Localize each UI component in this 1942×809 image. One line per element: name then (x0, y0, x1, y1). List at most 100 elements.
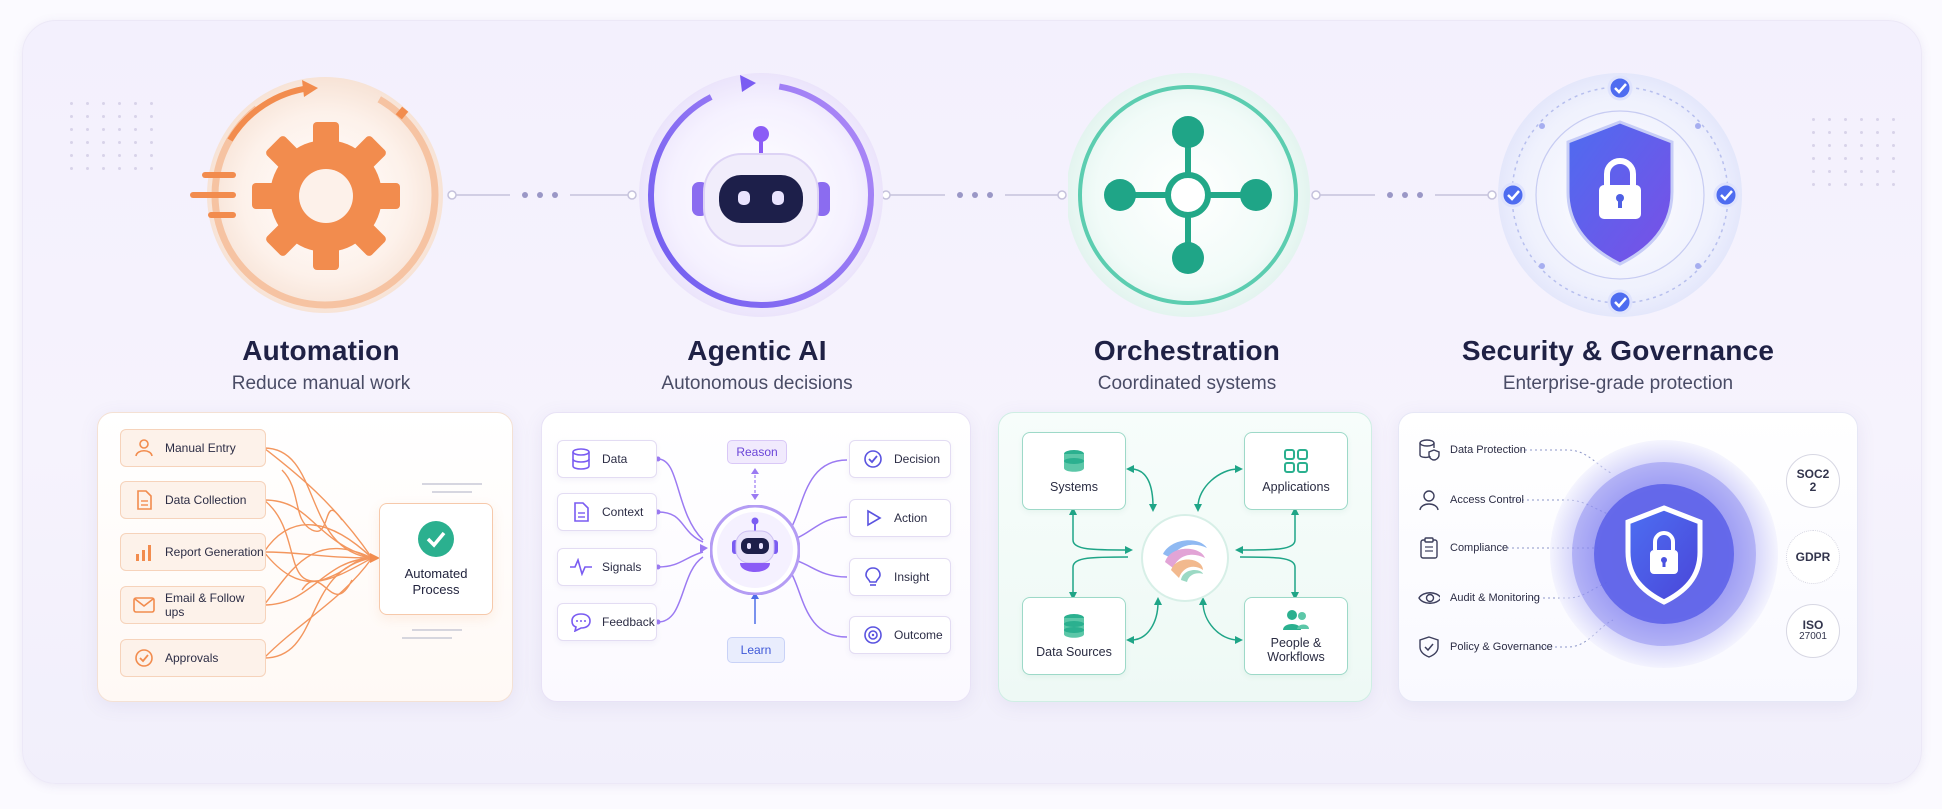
decorative-dot (1892, 118, 1895, 121)
mail-icon (133, 594, 155, 616)
agentic-hero (639, 73, 883, 317)
decorative-dot (118, 167, 121, 170)
decorative-dot (102, 167, 105, 170)
node-applications: Applications (1244, 432, 1348, 510)
decorative-dot (1860, 144, 1863, 147)
decorative-dot (1844, 144, 1847, 147)
agentic-input-feedback: Feedback (557, 603, 657, 641)
orchestration-connectors (1069, 465, 1299, 644)
agentic-output-decision: Decision (849, 440, 951, 478)
decorative-dot (1876, 170, 1879, 173)
decorative-dot (118, 141, 121, 144)
pillar-title: Orchestration (1093, 335, 1281, 366)
automation-hero (190, 77, 443, 313)
decorative-dot (1812, 183, 1815, 186)
automation-input-report-generation: Report Generation (120, 533, 266, 571)
decorative-dot (134, 102, 137, 105)
decorative-dot (1828, 183, 1831, 186)
badge-line2: 27001 (1799, 631, 1827, 643)
orchestration-core (1141, 514, 1229, 602)
pill-label: Insight (894, 570, 930, 584)
security-item-compliance: Compliance (1418, 537, 1508, 559)
pillar-header-automation: Automation Reduce manual work (61, 335, 581, 395)
pill-label: Signals (602, 560, 642, 574)
decorative-dot (1828, 144, 1831, 147)
decorative-dot (86, 128, 89, 131)
badge-line1: SOC2 (1796, 467, 1830, 482)
database-icon (1064, 449, 1084, 472)
decorative-dot (118, 154, 121, 157)
decorative-dot (1876, 183, 1879, 186)
decorative-dot (118, 128, 121, 131)
database-icon (570, 448, 592, 470)
badge-line2: 2 (1809, 480, 1817, 494)
robot-icon (692, 126, 830, 247)
node-label-line1: People & (1270, 635, 1322, 650)
output-label-line2: Process (412, 582, 460, 597)
decorative-dot (150, 128, 153, 131)
automation-input-manual-entry: Manual Entry (120, 429, 266, 467)
decorative-dot (1812, 144, 1815, 147)
user-icon (1419, 490, 1439, 511)
badge-line1: ISO (1802, 618, 1824, 633)
pillar-subtitle: Reduce manual work (231, 373, 411, 394)
decorative-dot (1860, 170, 1863, 173)
decorative-dot (1876, 131, 1879, 134)
badge-gdpr: GDPR (1786, 530, 1840, 584)
decorative-dot (1828, 131, 1831, 134)
decorative-dot (134, 167, 137, 170)
target-icon (862, 624, 884, 646)
decorative-dot (102, 115, 105, 118)
pill-label: Decision (894, 452, 941, 466)
decorative-dot (102, 128, 105, 131)
decorative-dot (150, 102, 153, 105)
decorative-dot (1860, 118, 1863, 121)
decorative-dot (134, 115, 137, 118)
decorative-dot (1892, 183, 1895, 186)
decorative-dot (1828, 170, 1831, 173)
decorative-dot (86, 102, 89, 105)
security-item-access-control: Access Control (1418, 489, 1524, 511)
badge-soc2: SOC2 2 (1786, 454, 1840, 508)
decorative-dot (1844, 131, 1847, 134)
security-item-policy: Policy & Governance (1418, 636, 1553, 658)
decorative-dot (102, 102, 105, 105)
security-item-label: Policy & Governance (1450, 641, 1553, 653)
decorative-dot (70, 115, 73, 118)
agentic-output-outcome: Outcome (849, 616, 951, 654)
decorative-dot (118, 102, 121, 105)
automation-input-approvals: Approvals (120, 639, 266, 677)
agent-core-robot (710, 505, 800, 595)
pill-label: Approvals (165, 651, 219, 665)
pillar-title: Security & Governance (1461, 335, 1775, 366)
decorative-dot (102, 141, 105, 144)
node-data-sources: Data Sources (1022, 597, 1126, 675)
security-item-label: Data Protection (1450, 444, 1526, 456)
decorative-dot (1876, 118, 1879, 121)
pillar-title: Agentic AI (687, 335, 827, 366)
pill-label: Report Generation (165, 545, 264, 559)
security-item-data-protection: Data Protection (1418, 439, 1526, 461)
node-people-workflows: People & Workflows (1244, 597, 1348, 675)
pill-label: Data (602, 452, 628, 466)
bar-chart-icon (133, 541, 155, 563)
security-item-label: Access Control (1450, 494, 1524, 506)
automated-process-box: Automated Process (379, 503, 493, 615)
hub-icon (1104, 116, 1272, 274)
node-label: Systems (1050, 479, 1098, 494)
decorative-dot (70, 167, 73, 170)
pill-label: Manual Entry (165, 441, 236, 455)
decorative-dot (1892, 131, 1895, 134)
learn-tag: Learn (727, 637, 785, 663)
check-circle-icon (418, 521, 454, 558)
security-core-shield (1550, 440, 1778, 668)
decorative-dot (1828, 118, 1831, 121)
orchestration-hero (1068, 73, 1310, 317)
decorative-dot (1892, 144, 1895, 147)
decorative-dot-grid-left (70, 102, 156, 170)
decorative-dot (70, 154, 73, 157)
badge-line1: GDPR (1795, 549, 1831, 564)
check-badge-icon (1500, 75, 1739, 315)
pill-label: Context (602, 505, 644, 519)
